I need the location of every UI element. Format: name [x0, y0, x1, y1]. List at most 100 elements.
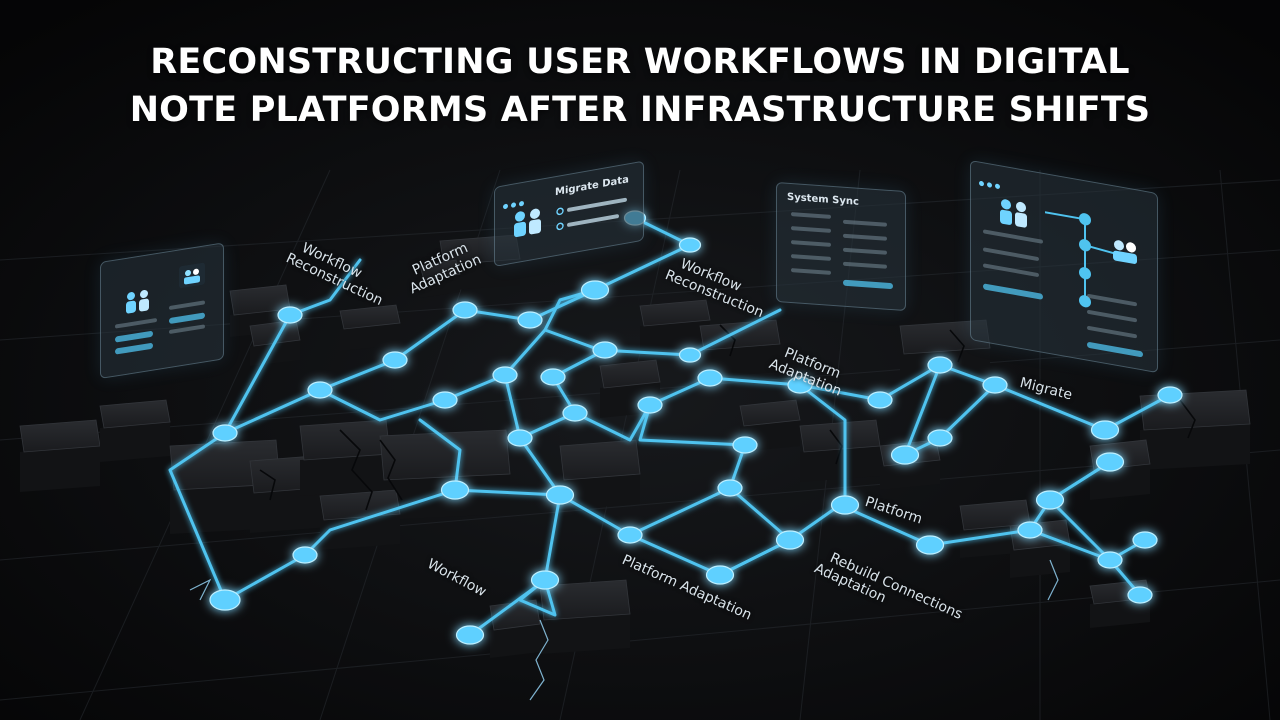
block-tile: [539, 579, 631, 654]
block-top: [599, 359, 661, 389]
block-top: [489, 599, 541, 631]
network-node: [1017, 521, 1043, 539]
network-connection: [318, 308, 782, 422]
network-node: [732, 436, 758, 454]
network-node: [678, 237, 702, 253]
network-connection: [518, 348, 607, 440]
block-front: [880, 460, 940, 490]
network-connection: [518, 578, 557, 617]
network-node: [1035, 490, 1065, 510]
network-connection: [638, 403, 1112, 547]
network-node: [209, 589, 241, 611]
block-top: [299, 419, 391, 461]
window-dots-icon: [979, 171, 1003, 194]
title-line-2: NOTE PLATFORMS AFTER INFRASTRUCTURE SHIF…: [129, 90, 1151, 130]
network-node: [545, 485, 575, 505]
crack-lines: [949, 329, 965, 363]
block-tile: [19, 419, 101, 492]
block-tile: [299, 419, 391, 496]
network-node: [292, 546, 318, 564]
network-node: [915, 535, 945, 555]
block-top: [379, 429, 511, 481]
block-front: [1140, 424, 1250, 470]
block-tile: [559, 439, 641, 510]
people-icon: [514, 208, 541, 237]
block-front: [490, 624, 540, 658]
panel-center-title: Migrate Data: [555, 174, 629, 199]
flow-mini-diagram: [1045, 211, 1137, 308]
network-node: [927, 356, 953, 374]
network-node: [787, 376, 813, 394]
block-front: [420, 274, 460, 298]
panel-right-middle-title: System Sync: [787, 191, 859, 208]
network-node: [307, 381, 333, 399]
network-node: [580, 280, 610, 300]
block-front: [1010, 544, 1070, 578]
block-front: [640, 320, 710, 352]
network-node: [717, 479, 743, 497]
network-node: [867, 391, 893, 409]
network-node: [697, 369, 723, 387]
network-node: [927, 429, 953, 447]
crack-lines: [339, 429, 373, 511]
block-tile: [639, 299, 711, 352]
block-top: [639, 299, 711, 327]
network-node: [830, 495, 860, 515]
network-node: [982, 376, 1008, 394]
block-tile: [699, 319, 781, 378]
network-node: [1132, 531, 1158, 549]
block-front: [700, 344, 780, 378]
block-tile: [249, 319, 301, 366]
block-top: [419, 259, 461, 281]
lightning-bolt: [529, 619, 549, 701]
network-node: [492, 366, 518, 384]
network-node: [507, 429, 533, 447]
network-node: [452, 301, 478, 319]
network-node: [775, 530, 805, 550]
diagram-title: RECONSTRUCTING USER WORKFLOWS IN DIGITAL…: [0, 38, 1280, 134]
lightning-bolt: [1047, 559, 1059, 601]
network-node: [705, 565, 735, 585]
network-connection: [628, 486, 732, 537]
network-connection: [798, 383, 847, 507]
network-node: [455, 625, 485, 645]
block-top: [339, 304, 401, 330]
network-node: [382, 351, 408, 369]
block-top: [699, 319, 781, 351]
crack-lines: [829, 429, 843, 465]
network-node: [212, 424, 238, 442]
block-top: [19, 419, 101, 453]
block-top: [739, 399, 801, 427]
crack-lines: [259, 469, 276, 501]
block-top: [99, 399, 171, 429]
network-connection: [1048, 460, 1142, 597]
network-connection: [573, 363, 1172, 442]
network-node: [562, 404, 588, 422]
network-node: [517, 311, 543, 329]
crack-lines: [379, 439, 403, 501]
network-node: [617, 526, 643, 544]
block-top: [249, 319, 301, 347]
people-icon: [179, 262, 205, 289]
block-front: [1090, 464, 1150, 500]
block-front: [800, 446, 880, 482]
panel-center: Migrate Data: [494, 160, 644, 267]
network-node: [1090, 420, 1120, 440]
block-front: [380, 474, 510, 520]
network-node: [1097, 551, 1123, 569]
network-node: [1157, 386, 1183, 404]
panel-right: [970, 160, 1158, 374]
block-tile: [489, 599, 541, 658]
network-connection: [903, 363, 997, 457]
title-line-1: RECONSTRUCTING USER WORKFLOWS IN DIGITAL: [150, 42, 1130, 82]
panel-left: [100, 242, 224, 379]
network-node: [637, 396, 663, 414]
block-tile: [799, 419, 881, 482]
network-node: [432, 391, 458, 409]
network-node: [678, 347, 702, 363]
block-front: [540, 614, 630, 654]
block-front: [1090, 598, 1150, 628]
block-top: [559, 439, 641, 481]
block-tile: [99, 399, 171, 462]
